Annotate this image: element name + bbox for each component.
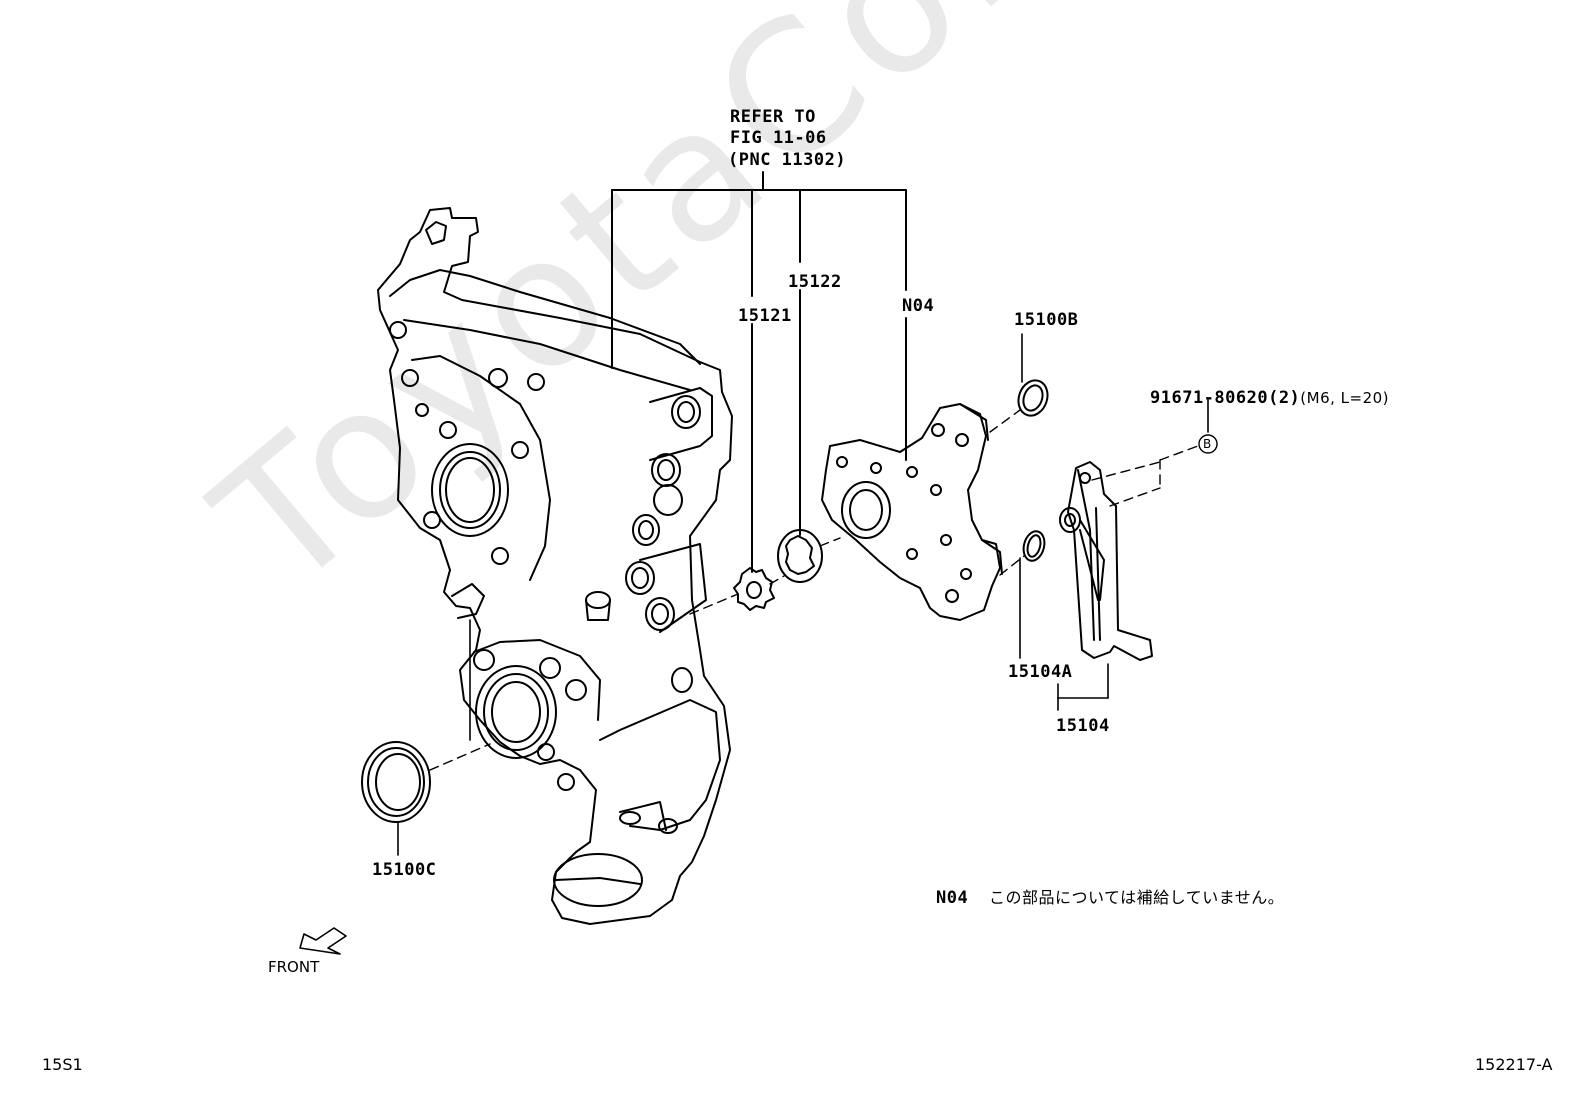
label-15104: 15104 (1056, 716, 1110, 736)
bolt-part-number: 91671-80620(2) (1150, 388, 1301, 408)
oil-pump-body-n04 (821, 403, 1003, 621)
label-15100c: 15100C (372, 860, 437, 880)
footer-left: 15S1 (42, 1055, 83, 1074)
outer-rotor-15122 (777, 529, 823, 583)
refer-line-2: FIG 11-06 (730, 128, 827, 148)
inner-rotor-15121 (733, 567, 775, 611)
note-code: N04 (936, 888, 969, 908)
callout-b: B (1203, 437, 1212, 451)
callout-b-circle (1198, 434, 1218, 454)
refer-bracket (611, 171, 907, 573)
bolt-spec: (M6, L=20) (1300, 389, 1390, 407)
front-label: FRONT (268, 958, 320, 976)
label-15104a: 15104A (1008, 662, 1073, 682)
refer-line-1: REFER TO (730, 107, 816, 127)
oil-seal-15100c (361, 741, 431, 823)
label-15100b: 15100B (1014, 310, 1079, 330)
refer-line-3: (PNC 11302) (728, 150, 847, 170)
note-text: この部品については補給していません。 (988, 888, 1285, 907)
front-arrow-icon (299, 927, 347, 955)
leader-lines (397, 333, 1209, 856)
oil-strainer-15104 (1059, 461, 1153, 661)
note: N04 この部品については補給していません。 (936, 888, 1284, 908)
label-bolt: 91671-80620(2)(M6, L=20) (1150, 388, 1389, 408)
label-15121: 15121 (738, 306, 792, 326)
dashed-lines (429, 409, 1199, 771)
label-15122: 15122 (788, 272, 842, 292)
label-n04: N04 (902, 296, 935, 316)
footer-right: 152217-A (1475, 1055, 1553, 1074)
o-ring-15104a (1022, 530, 1046, 562)
timing-chain-cover (377, 207, 733, 925)
o-ring-15100b (1017, 379, 1049, 417)
